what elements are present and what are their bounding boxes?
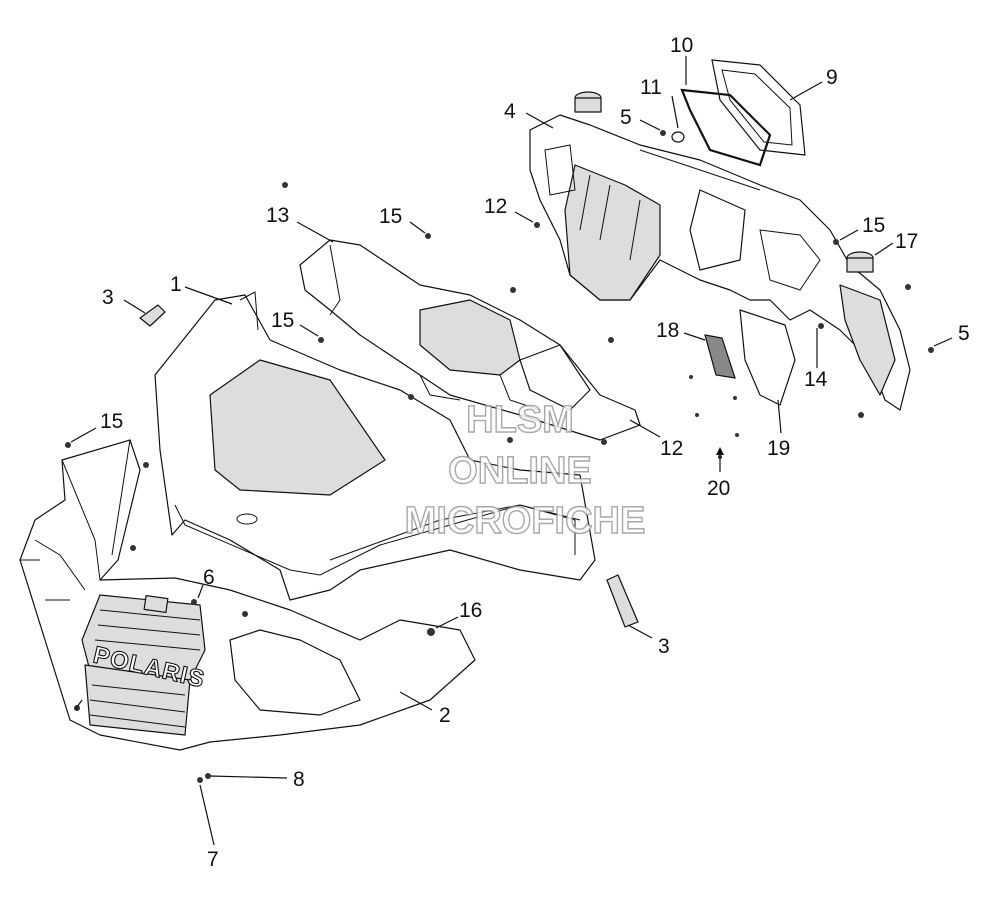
- bezel-part: [711, 59, 806, 156]
- callout-16: 16: [459, 599, 482, 622]
- callout-7: 7: [207, 848, 219, 871]
- callout-14: 14: [804, 368, 828, 391]
- watermark-line-3: MICROFICHE: [405, 500, 646, 542]
- insert-part: [704, 309, 796, 406]
- hood-part: [154, 291, 596, 601]
- callout-3: 3: [102, 286, 114, 309]
- callout-12: 12: [660, 437, 683, 460]
- callout-3: 3: [658, 635, 670, 658]
- latch-part: [139, 304, 639, 628]
- callout-20: 20: [707, 477, 730, 500]
- callout-6: 6: [203, 566, 215, 589]
- callout-11: 11: [640, 76, 662, 99]
- callout-15: 15: [271, 309, 294, 332]
- callout-13: 13: [266, 204, 289, 227]
- callout-15: 15: [862, 214, 885, 237]
- callout-5: 5: [620, 106, 632, 129]
- callout-18: 18: [656, 319, 679, 342]
- watermark-line-1: HLSM: [466, 399, 574, 441]
- cross-panel-part: [299, 239, 641, 441]
- callout-1: 1: [170, 273, 182, 296]
- arrow-up-icon: [716, 447, 724, 455]
- seal-part: [680, 88, 772, 167]
- callout-4: 4: [504, 100, 516, 123]
- callout-8: 8: [293, 768, 305, 791]
- fastener-set: [65, 130, 934, 783]
- leader-lines: [70, 56, 953, 846]
- callout-19: 19: [767, 437, 790, 460]
- dashboard-part: [529, 114, 911, 411]
- bumper-part: [19, 439, 476, 751]
- plug-part: [574, 91, 874, 273]
- callout-17: 17: [895, 230, 918, 253]
- callout-9: 9: [826, 66, 838, 89]
- callout-15: 15: [100, 410, 123, 433]
- callout-5: 5: [958, 322, 970, 345]
- watermark: HLSM ONLINE MICROFICHE: [404, 398, 646, 542]
- callout-10: 10: [670, 34, 693, 57]
- callout-labels: 10 9 11 4 5 12 13 15 15 17 3 1 15 18 5 1…: [100, 34, 970, 871]
- callout-15: 15: [379, 205, 402, 228]
- watermark-line-2: ONLINE: [448, 450, 592, 492]
- callout-12: 12: [484, 195, 507, 218]
- callout-2: 2: [439, 704, 451, 727]
